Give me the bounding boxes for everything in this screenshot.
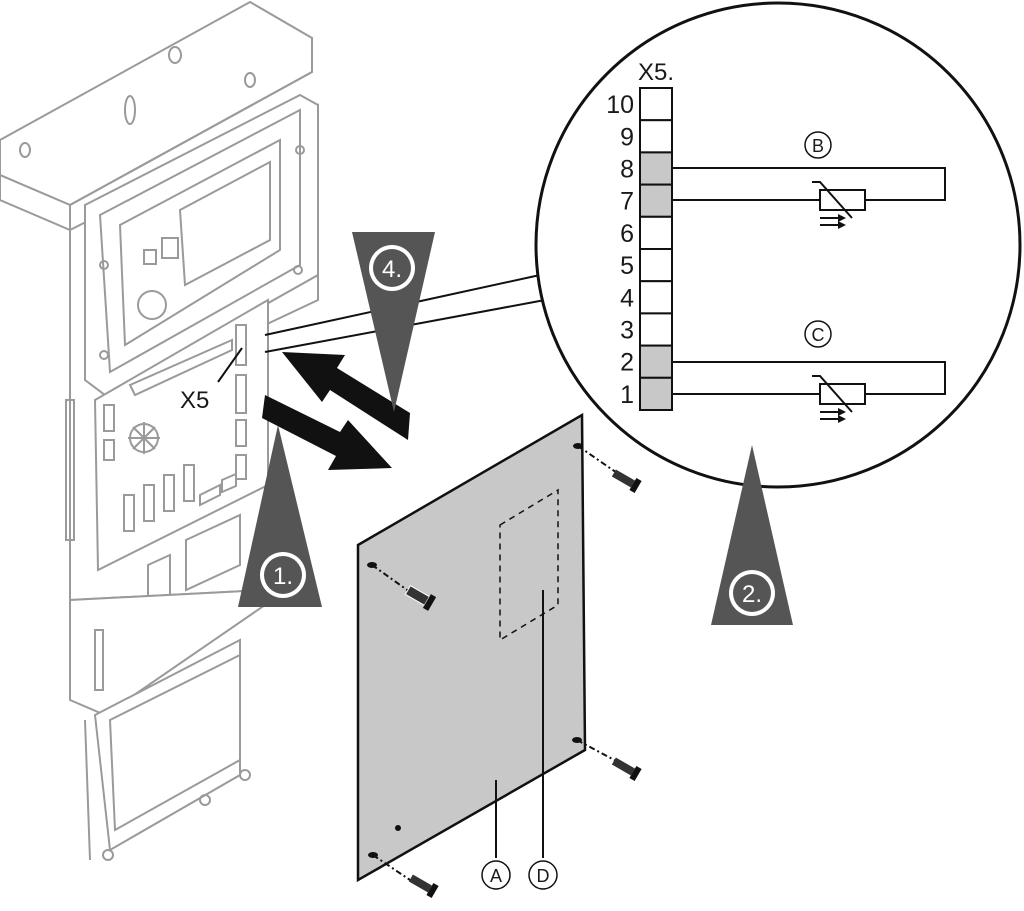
terminal-pin-label: 3: [620, 317, 634, 345]
terminal-strip: 10 9 8 7 6 5 4 3 2 1: [606, 87, 673, 411]
callout-b: B: [804, 131, 832, 159]
wire-b: [672, 167, 946, 201]
svg-text:C: C: [812, 325, 825, 345]
terminal-pin-cell: [639, 376, 673, 411]
board-x5-label: X5: [180, 387, 209, 414]
temperature-sensor-icon: [812, 375, 866, 423]
detail-circle: X5. 10 9 8 7 6 5 4 3 2 1 B: [534, 1, 1022, 489]
control-housing: [0, 0, 319, 861]
terminal-pin-cell: [639, 151, 673, 186]
terminal-pin-label: 7: [620, 188, 634, 216]
terminal-pin-cell: [639, 215, 673, 251]
x5-leader-line: [217, 347, 243, 383]
cover-plate: [356, 412, 621, 883]
terminal-pin-label: 10: [606, 91, 634, 119]
terminal-pin-label: 8: [620, 156, 634, 184]
terminal-pin-cell: [639, 119, 673, 154]
step-4-marker: 4.: [352, 232, 435, 412]
svg-text:4.: 4.: [382, 256, 402, 283]
temperature-sensor-icon: [812, 181, 866, 229]
terminal-pin-label: 4: [620, 284, 634, 312]
arrow-remove-cover: [262, 395, 392, 470]
terminal-pin-cell: [639, 248, 673, 283]
terminal-pin-cell: [639, 183, 673, 218]
terminal-pin-label: 5: [620, 252, 634, 280]
screw-icon: [408, 874, 439, 899]
terminal-pin-label: 1: [620, 381, 634, 409]
arrow-refit-cover: [282, 352, 410, 440]
screw-icon: [404, 584, 437, 611]
svg-text:2.: 2.: [742, 581, 762, 608]
step-1-marker: 1.: [238, 425, 322, 607]
callout-d: D: [528, 860, 558, 890]
screw-icon: [611, 757, 642, 782]
step-2-marker: 2.: [711, 445, 793, 625]
terminal-pin-label: 2: [620, 349, 634, 377]
svg-text:A: A: [490, 866, 502, 886]
wire-c: [672, 361, 946, 395]
terminal-pin-label: 9: [620, 123, 634, 151]
terminal-pin-cell: [639, 87, 673, 122]
screw-icon: [611, 469, 642, 494]
fan-symbol: [128, 422, 160, 454]
terminal-pin-label: 6: [620, 220, 634, 248]
svg-text:D: D: [537, 866, 550, 886]
terminal-pin-cell: [639, 280, 673, 315]
terminal-x5-title: X5.: [638, 59, 674, 86]
svg-text:B: B: [812, 136, 824, 156]
svg-text:1.: 1.: [273, 563, 293, 590]
terminal-pin-cell: [639, 344, 673, 379]
terminal-pin-cell: [639, 312, 673, 347]
callout-c: C: [804, 320, 832, 348]
callout-a: A: [481, 860, 511, 890]
